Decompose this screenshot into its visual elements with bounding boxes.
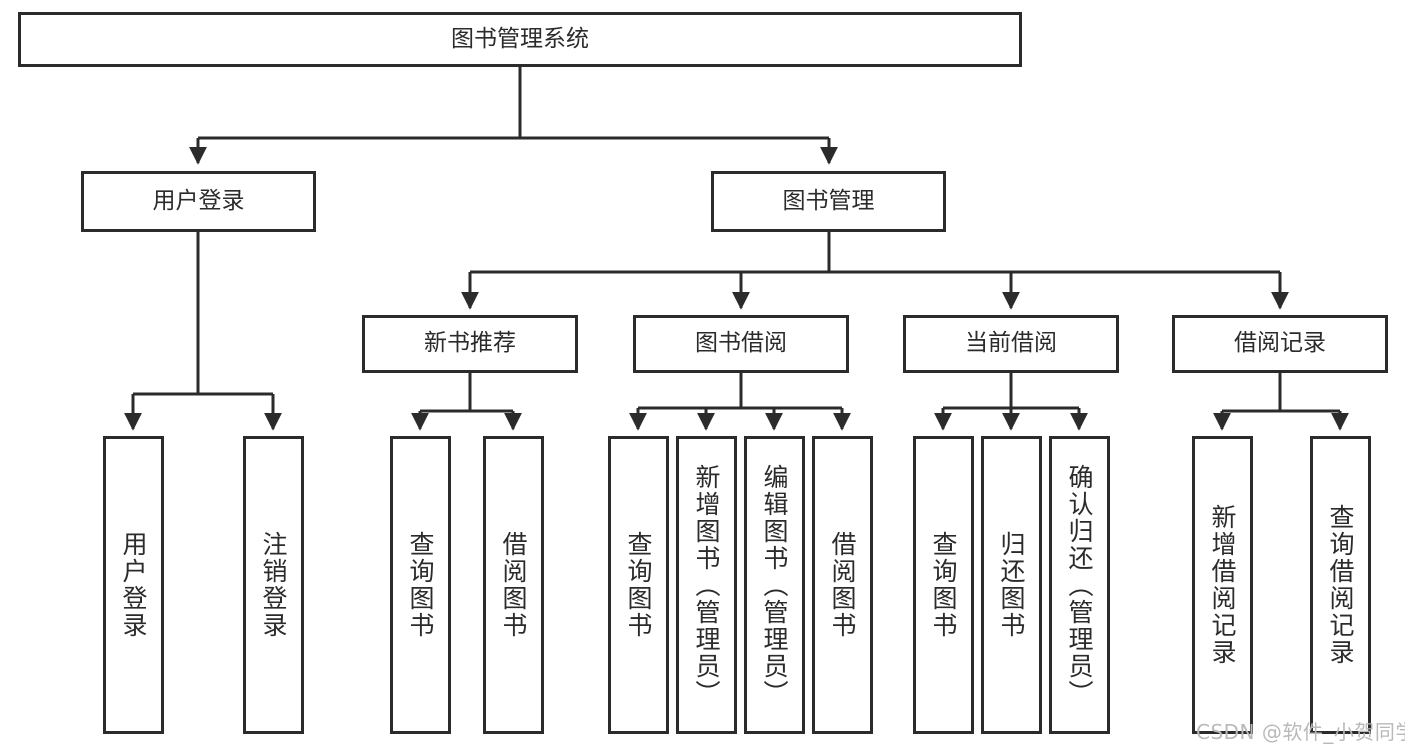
leaf-user-login-label: 用户登录 xyxy=(119,531,148,639)
leaf-borrow-book-2-label: 借阅图书 xyxy=(828,531,857,639)
leaf-logout-label: 注销登录 xyxy=(259,531,288,639)
leaf-query-book-2[interactable]: 查询图书 xyxy=(608,436,669,734)
node-borrow-record-label: 借阅记录 xyxy=(1234,330,1326,357)
leaf-query-record[interactable]: 查询借阅记录 xyxy=(1310,436,1371,734)
leaf-borrow-book-2[interactable]: 借阅图书 xyxy=(812,436,873,734)
leaf-borrow-book-1[interactable]: 借阅图书 xyxy=(483,436,544,734)
node-user-login-label: 用户登录 xyxy=(152,187,245,214)
node-new-book-rec[interactable]: 新书推荐 xyxy=(362,315,578,373)
leaf-confirm-return[interactable]: 确认归还（管理员） xyxy=(1049,436,1110,734)
node-current-borrow[interactable]: 当前借阅 xyxy=(903,315,1119,373)
leaf-query-record-label: 查询借阅记录 xyxy=(1326,504,1355,666)
node-book-manage[interactable]: 图书管理 xyxy=(711,171,946,232)
node-borrow-record[interactable]: 借阅记录 xyxy=(1172,315,1388,373)
node-new-book-rec-label: 新书推荐 xyxy=(424,330,516,357)
csdn-watermark: CSDN @软件_小贺同学 xyxy=(1196,720,1405,744)
node-book-borrow-label: 图书借阅 xyxy=(695,330,787,357)
leaf-add-book-label: 新增图书（管理员） xyxy=(692,463,721,707)
leaf-return-book-label: 归还图书 xyxy=(997,531,1026,639)
leaf-borrow-book-1-label: 借阅图书 xyxy=(499,531,528,639)
leaf-query-book-3-label: 查询图书 xyxy=(929,531,958,639)
leaf-query-book-2-label: 查询图书 xyxy=(624,531,653,639)
node-root[interactable]: 图书管理系统 xyxy=(18,12,1022,67)
leaf-return-book[interactable]: 归还图书 xyxy=(981,436,1042,734)
node-user-login[interactable]: 用户登录 xyxy=(81,171,316,232)
leaf-edit-book-label: 编辑图书（管理员） xyxy=(760,463,789,707)
leaf-logout[interactable]: 注销登录 xyxy=(243,436,304,734)
leaf-edit-book[interactable]: 编辑图书（管理员） xyxy=(744,436,805,734)
leaf-add-record[interactable]: 新增借阅记录 xyxy=(1192,436,1253,734)
node-current-borrow-label: 当前借阅 xyxy=(965,330,1057,357)
leaf-add-book[interactable]: 新增图书（管理员） xyxy=(676,436,737,734)
leaf-confirm-return-label: 确认归还（管理员） xyxy=(1065,463,1094,707)
leaf-query-book-1[interactable]: 查询图书 xyxy=(390,436,451,734)
leaf-query-book-3[interactable]: 查询图书 xyxy=(913,436,974,734)
leaf-add-record-label: 新增借阅记录 xyxy=(1208,504,1237,666)
node-book-manage-label: 图书管理 xyxy=(782,187,875,214)
leaf-query-book-1-label: 查询图书 xyxy=(406,531,435,639)
node-book-borrow[interactable]: 图书借阅 xyxy=(633,315,849,373)
node-root-label: 图书管理系统 xyxy=(451,25,589,52)
leaf-user-login[interactable]: 用户登录 xyxy=(103,436,164,734)
